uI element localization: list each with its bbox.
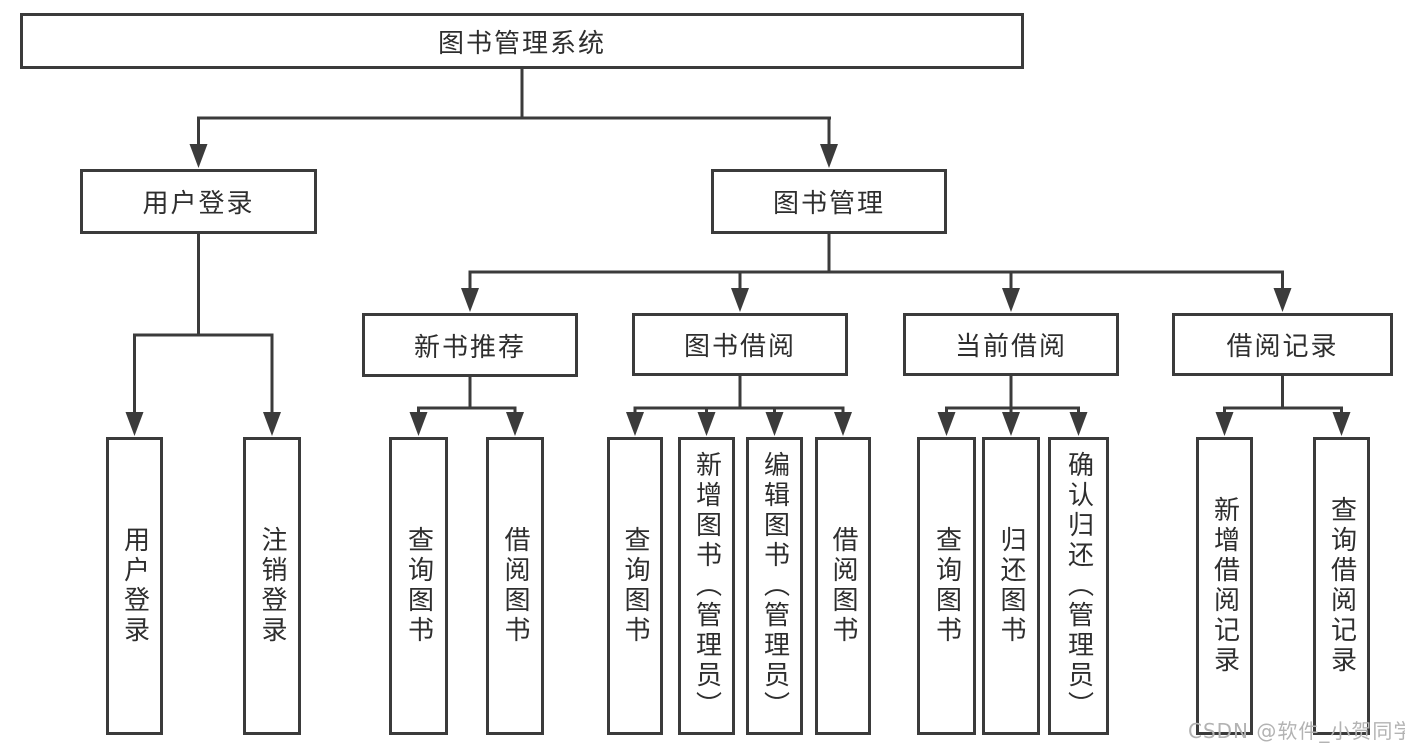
leaf-add-borrow-record-label: 新增借阅记录 <box>1209 496 1240 676</box>
leaf-return-books-label: 归还图书 <box>996 526 1026 646</box>
leaf-borrow-books-recommend: 借阅图书 <box>486 437 544 735</box>
node-book-borrowing: 图书借阅 <box>632 313 848 376</box>
leaf-logout: 注销登录 <box>243 437 301 735</box>
node-library-system: 图书管理系统 <box>20 13 1024 69</box>
connector-root-to-level1 <box>189 69 838 168</box>
node-current-borrowing: 当前借阅 <box>903 313 1119 376</box>
node-user-login: 用户登录 <box>80 169 317 234</box>
leaf-add-books-admin: 新增图书（管理员） <box>678 437 735 735</box>
node-new-book-recommend: 新书推荐 <box>362 313 578 377</box>
node-library-system-label: 图书管理系统 <box>437 28 606 59</box>
connector-book-mgmt-to-level2 <box>461 234 1292 312</box>
leaf-borrow-books-borrowing: 借阅图书 <box>815 437 871 735</box>
leaf-add-borrow-record: 新增借阅记录 <box>1196 437 1253 735</box>
leaf-borrow-books-recommend-label: 借阅图书 <box>500 526 530 646</box>
node-borrowing-records: 借阅记录 <box>1172 313 1393 376</box>
leaf-query-borrow-record-label: 查询借阅记录 <box>1326 496 1357 676</box>
node-book-borrowing-label: 图书借阅 <box>683 332 796 362</box>
connector-new-book-rec-to-leaves <box>409 377 524 436</box>
connector-book-borrow-to-leaves <box>626 376 852 436</box>
leaf-user-login-label: 用户登录 <box>119 526 150 646</box>
node-book-management-label: 图书管理 <box>772 189 885 219</box>
csdn-watermark: CSDN @软件_小贺同学 <box>1188 719 1405 743</box>
leaf-edit-books-admin-label: 编辑图书（管理员） <box>759 451 790 721</box>
leaf-user-login: 用户登录 <box>106 437 163 735</box>
leaf-query-books-current-label: 查询图书 <box>931 526 962 646</box>
node-user-login-label: 用户登录 <box>142 189 255 219</box>
leaf-query-borrow-record: 查询借阅记录 <box>1313 437 1370 735</box>
leaf-query-books-borrowing-label: 查询图书 <box>620 526 650 646</box>
leaf-borrow-books-borrowing-label: 借阅图书 <box>828 526 858 646</box>
connector-current-borrow-to-leaves <box>937 376 1088 436</box>
connector-user-login-to-leaves <box>125 234 281 436</box>
leaf-edit-books-admin: 编辑图书（管理员） <box>746 437 803 735</box>
node-book-management: 图书管理 <box>711 169 947 234</box>
leaf-query-books-current: 查询图书 <box>917 437 976 735</box>
node-borrowing-records-label: 借阅记录 <box>1226 332 1339 362</box>
connector-borrow-records-to-leaves <box>1215 376 1351 436</box>
node-new-book-recommend-label: 新书推荐 <box>413 332 526 363</box>
leaf-add-books-admin-label: 新增图书（管理员） <box>691 451 722 721</box>
leaf-confirm-return-admin: 确认归还（管理员） <box>1048 437 1109 735</box>
leaf-query-books-recommend: 查询图书 <box>389 437 448 735</box>
node-current-borrowing-label: 当前借阅 <box>954 332 1067 362</box>
leaf-query-books-recommend-label: 查询图书 <box>403 526 434 646</box>
leaf-return-books: 归还图书 <box>982 437 1040 735</box>
leaf-confirm-return-admin-label: 确认归还（管理员） <box>1063 451 1094 721</box>
leaf-logout-label: 注销登录 <box>257 526 287 646</box>
leaf-query-books-borrowing: 查询图书 <box>607 437 663 735</box>
